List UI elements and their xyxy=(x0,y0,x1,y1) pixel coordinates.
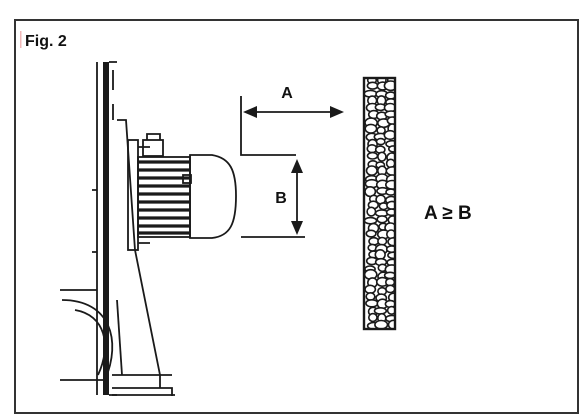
wall-pebble xyxy=(388,145,395,153)
wall-pebble xyxy=(387,237,395,247)
caption-accent-mark xyxy=(20,31,22,48)
figure-caption: Fig. 2 xyxy=(25,33,67,50)
wall-pebble xyxy=(364,123,378,134)
wall-pebble xyxy=(364,216,378,225)
label-b: B xyxy=(275,190,287,207)
wall-pebble xyxy=(375,137,386,146)
wall-pebble xyxy=(367,312,378,323)
wall-pebble xyxy=(366,81,379,90)
dimension-b xyxy=(241,159,305,238)
label-a: A xyxy=(281,85,293,102)
wall-pebble xyxy=(385,284,395,294)
clearance-formula: A ≥ B xyxy=(424,203,472,224)
wall-pebble xyxy=(377,236,388,246)
wall-pebble xyxy=(366,151,379,160)
wall-pebble xyxy=(377,151,387,162)
dimension-a xyxy=(240,96,344,156)
wall-pebble xyxy=(385,179,395,190)
wall-pebble xyxy=(386,305,395,315)
wall-pebble xyxy=(365,298,379,308)
figure-frame xyxy=(14,19,579,414)
wall-pebble xyxy=(374,319,389,329)
wall-pebble xyxy=(366,206,377,217)
wall-pebble xyxy=(387,319,395,329)
wall-pebble xyxy=(376,215,388,224)
wall xyxy=(362,76,397,331)
wall-pebble xyxy=(365,229,377,238)
wall-pebble xyxy=(383,129,395,141)
wall-pebble xyxy=(385,188,395,196)
wall-pebble xyxy=(383,80,395,92)
wall-pebble xyxy=(365,165,378,176)
wall-pebble xyxy=(385,166,395,176)
wall-pebble xyxy=(387,251,395,260)
wall-pebble xyxy=(373,306,388,315)
fan-motor-unit xyxy=(60,61,237,396)
